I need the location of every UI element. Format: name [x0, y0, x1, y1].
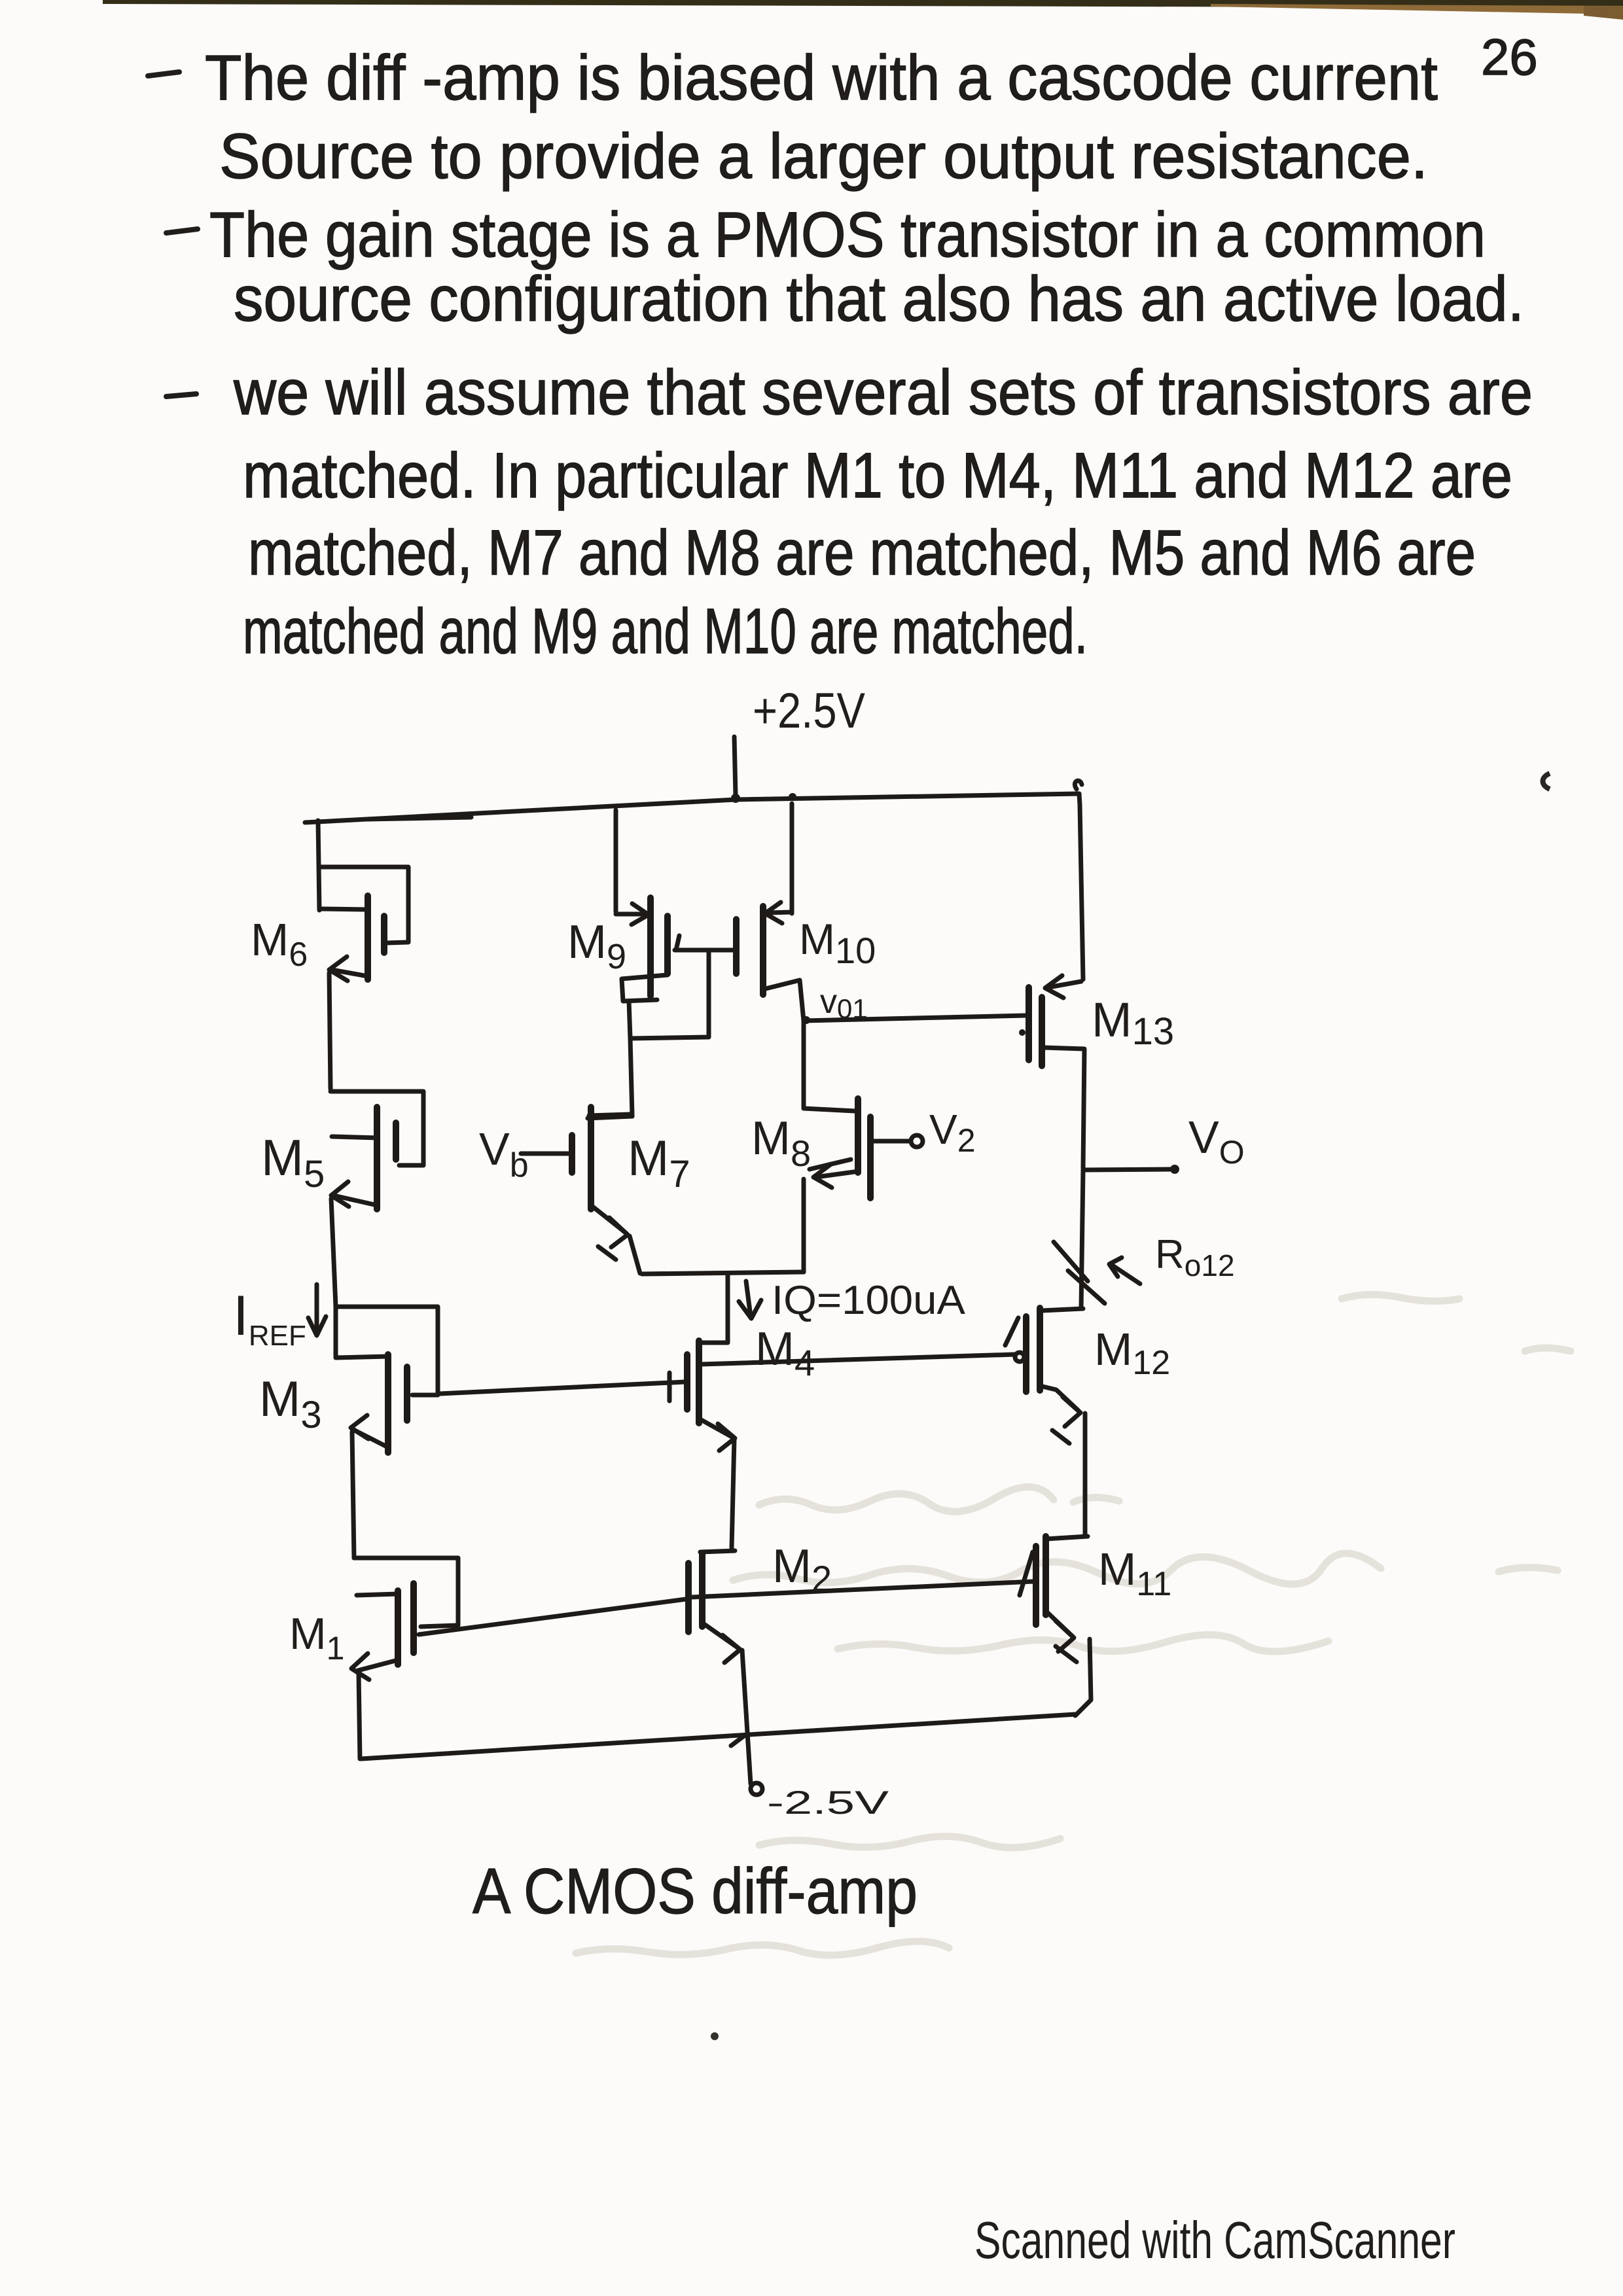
svg-text:IREF: IREF — [233, 1284, 306, 1352]
svg-text:IQ=100uA: IQ=100uA — [772, 1278, 966, 1323]
svg-text:M3: M3 — [259, 1371, 322, 1436]
svg-text:matched and M9 and M10 are mat: matched and M9 and M10 are matched. — [243, 595, 1088, 667]
svg-text:VO: VO — [1188, 1112, 1245, 1171]
svg-text:M2: M2 — [772, 1540, 832, 1599]
svg-text:M12: M12 — [1094, 1324, 1170, 1382]
svg-text:V2: V2 — [929, 1106, 976, 1159]
svg-text:M5: M5 — [261, 1129, 325, 1195]
svg-text:+2.5V: +2.5V — [753, 683, 865, 739]
svg-text:M10: M10 — [799, 915, 876, 971]
svg-text:matched. In particular M1 to M: matched. In particular M1 to M4, M11 and… — [243, 440, 1512, 511]
svg-text:26: 26 — [1481, 28, 1538, 86]
svg-text:source configuration that also: source configuration that also has an ac… — [234, 263, 1524, 334]
svg-text:v01: v01 — [820, 983, 868, 1024]
svg-text:Scanned with CamScanner: Scanned with CamScanner — [974, 2211, 1455, 2269]
svg-text:A CMOS diff-amp: A CMOS diff-amp — [473, 1855, 918, 1927]
svg-text:we will assume that several se: we will assume that several sets of tran… — [233, 357, 1533, 428]
svg-text:-2.5V: -2.5V — [767, 1784, 889, 1821]
svg-text:M9: M9 — [567, 916, 626, 976]
svg-text:The gain stage is a PMOS trans: The gain stage is a PMOS transistor in a… — [209, 199, 1486, 270]
svg-text:M7: M7 — [628, 1131, 690, 1195]
svg-text:Source to provide a larger out: Source to provide a larger output resist… — [219, 120, 1428, 192]
svg-text:The diff -amp is biased with a: The diff -amp is biased with a cascode c… — [205, 42, 1438, 113]
svg-text:M6: M6 — [251, 914, 308, 974]
svg-text:M11: M11 — [1098, 1544, 1171, 1603]
svg-text:Vb: Vb — [479, 1123, 529, 1184]
svg-text:M1: M1 — [289, 1609, 344, 1667]
svg-text:M13: M13 — [1092, 993, 1174, 1053]
svg-text:M4: M4 — [755, 1323, 815, 1383]
svg-text:M8: M8 — [751, 1112, 811, 1174]
svg-text:Ro12: Ro12 — [1155, 1232, 1235, 1282]
svg-text:matched, M7 and M8 are matched: matched, M7 and M8 are matched, M5 and M… — [248, 517, 1476, 588]
